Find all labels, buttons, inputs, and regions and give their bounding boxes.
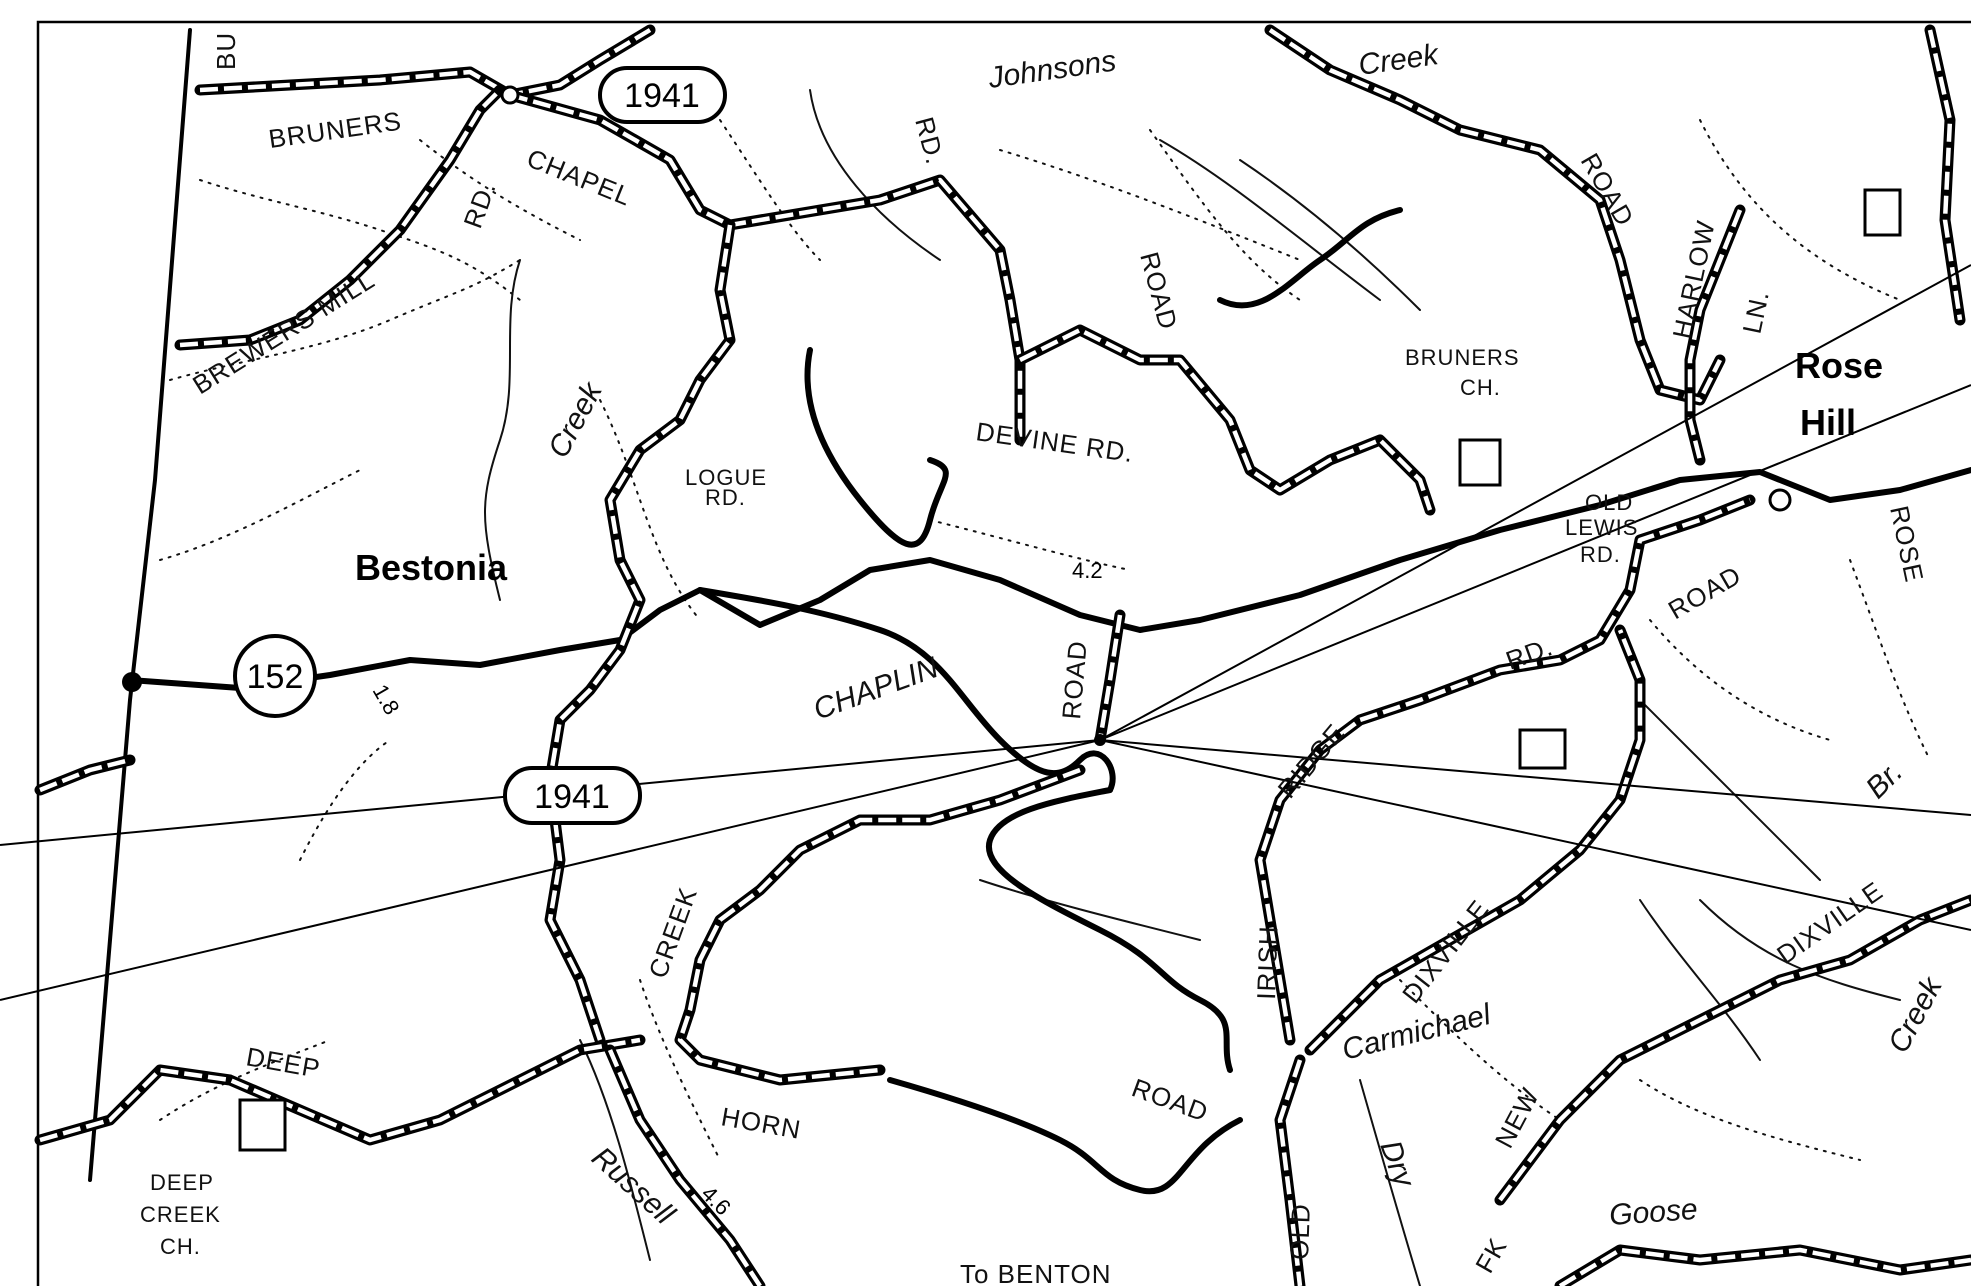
label-to-benton: To BENTON	[960, 1259, 1112, 1286]
svg-text:1941: 1941	[534, 778, 610, 816]
route-1941	[544, 219, 736, 1046]
chaplin-road	[1094, 609, 1126, 746]
devine-road	[1014, 324, 1436, 516]
harlow-lane	[1684, 204, 1746, 466]
svg-text:152: 152	[247, 658, 304, 696]
label-road-chaplin: ROAD	[1056, 639, 1093, 720]
church-symbols	[238, 188, 1902, 1152]
label-old-lewis-3: RD.	[1580, 542, 1621, 567]
label-old-lewis-2: LEWIS	[1565, 515, 1638, 540]
map-frame	[36, 20, 1971, 1286]
route-shield-152: 152	[233, 634, 317, 718]
town-rose-hill-line2: Hill	[1800, 402, 1856, 443]
town-bestonia: Bestonia	[355, 547, 508, 588]
johnsons-creek-road	[1264, 24, 1726, 406]
junction-markers	[122, 85, 1792, 692]
survey-rays	[0, 264, 1971, 1001]
route-1941-north	[504, 89, 1026, 446]
goose-creek-road	[1554, 1244, 1971, 1286]
label-bruners-ch-2: CH.	[1460, 375, 1501, 400]
label-goose: Goose	[1608, 1193, 1698, 1232]
svg-text:1941: 1941	[624, 77, 700, 115]
dixville-road	[1304, 624, 1646, 1056]
label-bruners-ch-1: BRUNERS	[1405, 345, 1520, 370]
paved-roads	[34, 24, 1971, 1286]
town-rose-hill-line1: Rose	[1795, 345, 1883, 386]
old-road	[1274, 1054, 1306, 1286]
major-roads	[88, 28, 1971, 1195]
label-logue-line2: RD.	[705, 485, 746, 510]
west-edge-road	[34, 754, 136, 796]
irish-ridge-road	[1254, 494, 1756, 1046]
dixville-east-road	[1494, 894, 1971, 1206]
streams	[159, 119, 1931, 1161]
label-irish: IRISH	[1251, 925, 1284, 1000]
label-old-lewis-1: OLD	[1585, 490, 1633, 515]
brewers-mill-road	[174, 84, 506, 351]
label-logue-line1: LOGUE	[685, 465, 767, 490]
label-deep-creek-2: CREEK	[140, 1202, 221, 1227]
label-deep-creek-1: DEEP	[150, 1170, 214, 1195]
label-deep-creek-3: CH.	[160, 1234, 201, 1259]
route-shield-1941: 1941	[503, 766, 642, 825]
label-edge-bu: BU	[211, 32, 241, 70]
bruners-road	[194, 24, 656, 101]
mileage-4-2: 4.2	[1072, 558, 1103, 583]
creek-road-loop	[674, 764, 1086, 1086]
label-old: OLD	[1284, 1203, 1316, 1260]
east-edge-road	[1924, 24, 1966, 326]
deep-creek-road	[34, 1034, 646, 1146]
russell-road	[604, 1044, 766, 1286]
creeks	[484, 89, 1901, 1286]
route-shield-1941-north: 1941	[598, 66, 727, 124]
